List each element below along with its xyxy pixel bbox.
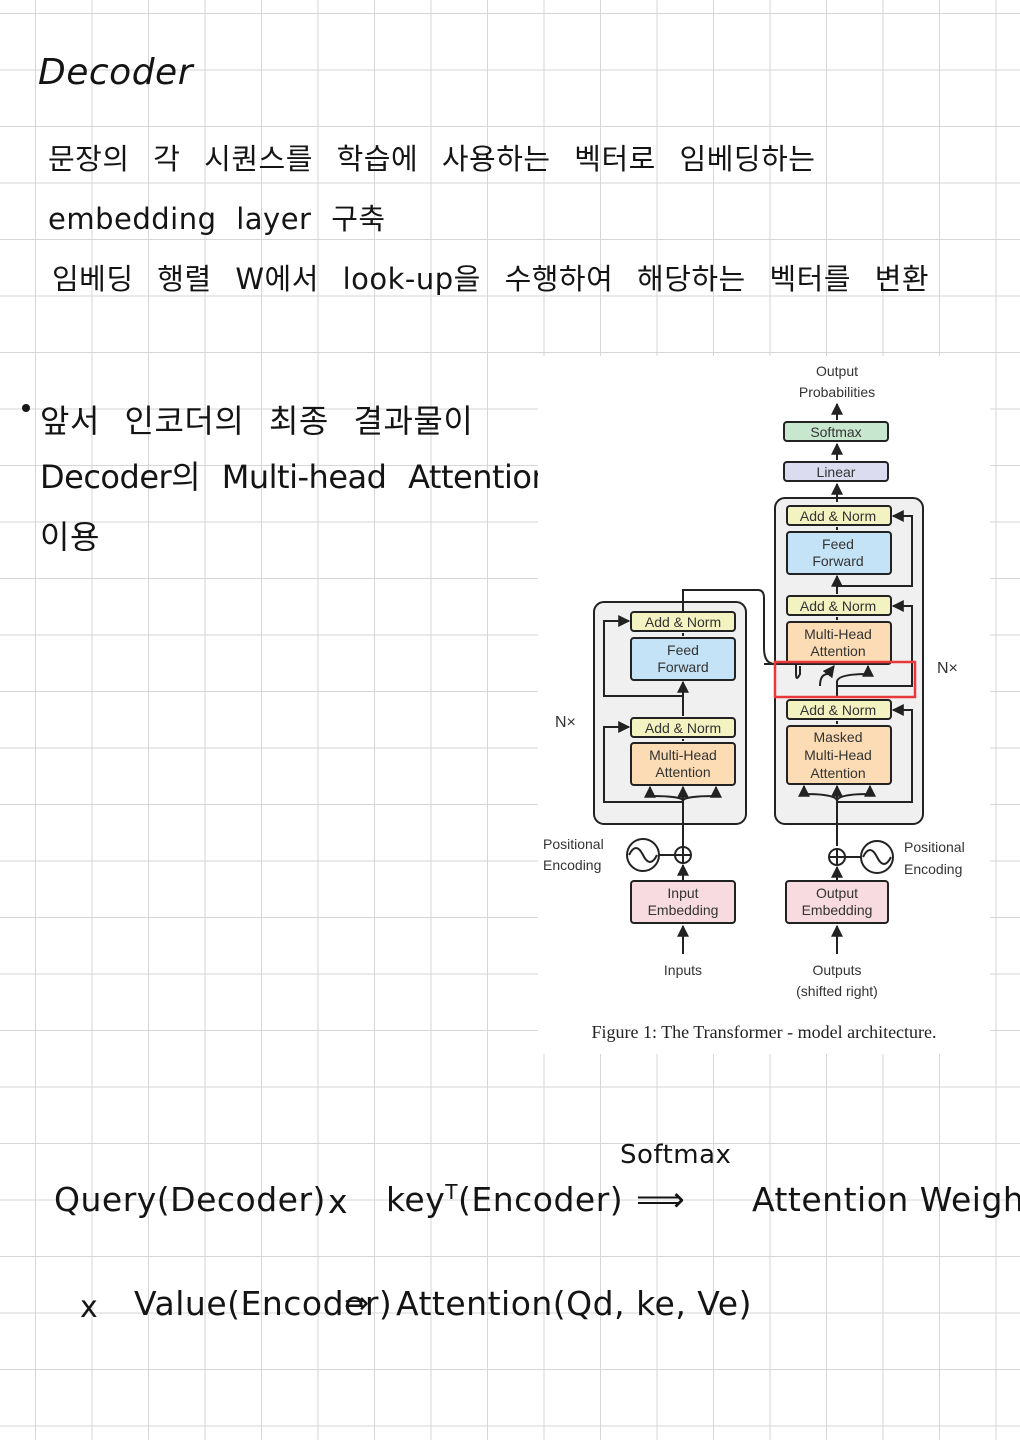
add-norm-label: Add & Norm	[800, 598, 876, 614]
add-norm-label: Add & Norm	[800, 508, 876, 524]
bullet-line: 이용	[40, 518, 100, 556]
inputs-label: Inputs	[664, 962, 702, 978]
embedding-label: Embedding	[802, 902, 873, 918]
add-norm-label: Add & Norm	[645, 614, 721, 630]
formula-times: x	[328, 1182, 349, 1221]
softmax-box	[783, 421, 889, 442]
attention-label: Attention	[810, 765, 865, 781]
feed-forward-label: Forward	[812, 553, 863, 569]
attention-label: Attention	[810, 643, 865, 659]
add-norm-box	[630, 611, 736, 632]
formula-transpose: T	[445, 1180, 458, 1204]
encoder-stack	[593, 601, 747, 825]
embedding-label: Embedding	[648, 902, 719, 918]
formula-key-source: (Encoder)	[458, 1180, 624, 1219]
add-norm-box	[630, 717, 736, 738]
add-norm-box	[786, 595, 892, 616]
transformer-figure: Output Probabilities Softmax Linear Add …	[538, 356, 990, 1054]
formula-arrow: ⟹	[636, 1180, 686, 1220]
linear-label: Linear	[817, 464, 856, 480]
attention-label: Attention	[655, 764, 710, 780]
add-norm-label: Add & Norm	[645, 720, 721, 736]
bullet-dot	[22, 404, 30, 412]
add-norm-box	[786, 505, 892, 526]
formula-query: Query(Decoder)	[54, 1180, 326, 1219]
output-probabilities-label: Output	[816, 363, 858, 379]
formula-attention: Attention(Qd, ke, Ve)	[396, 1284, 752, 1323]
embedding-label: Input	[667, 885, 698, 901]
page-title: Decoder	[38, 52, 193, 93]
output-probabilities-label: Probabilities	[799, 384, 875, 400]
attention-label: Multi-Head	[804, 626, 872, 642]
output-embedding-box	[785, 880, 889, 924]
embedding-label: Output	[816, 885, 858, 901]
feed-forward-box	[630, 637, 736, 681]
bullet-line: 앞서 인코더의 최종 결과물이	[40, 402, 474, 440]
multi-head-attention-box	[630, 742, 736, 786]
attention-label: Multi-Head	[649, 747, 717, 763]
note-line: 임베딩 행렬 W에서 look-up을 수행하여 해당하는 벡터를 변환	[52, 262, 930, 296]
nx-label: N×	[555, 714, 576, 731]
formula-key: keyT(Encoder)	[386, 1180, 623, 1219]
softmax-label: Softmax	[810, 424, 861, 440]
multi-head-attention-box	[786, 621, 892, 665]
highlight-box	[773, 660, 917, 699]
positional-encoding-label: Encoding	[543, 857, 601, 873]
formula-arrow: ⇒	[344, 1286, 370, 1321]
add-norm-label: Add & Norm	[800, 702, 876, 718]
bullet-line: Decoder의 Multi-head Attention에	[40, 458, 581, 496]
note-line: 문장의 각 시퀀스를 학습에 사용하는 벡터로 임베딩하는	[48, 142, 816, 176]
masked-attention-box	[786, 725, 892, 785]
note-line: embedding layer 구축	[48, 202, 386, 236]
formula-times: x	[80, 1290, 99, 1325]
formula-attention-weights: Attention Weights	[752, 1180, 1020, 1219]
outputs-label: (shifted right)	[796, 983, 878, 999]
formula-softmax: Softmax	[620, 1140, 732, 1170]
transformer-diagram: Output Probabilities Softmax Linear Add …	[543, 363, 965, 1042]
feed-forward-label: Feed	[667, 642, 699, 658]
positional-encoding-label: Positional	[904, 839, 965, 855]
formula-key-name: key	[386, 1180, 446, 1219]
attention-label: Masked	[813, 729, 862, 745]
input-embedding-box	[630, 880, 736, 924]
add-norm-box	[786, 699, 892, 720]
feed-forward-label: Forward	[657, 659, 708, 675]
attention-label: Multi-Head	[804, 747, 872, 763]
linear-box	[783, 461, 889, 482]
figure-caption: Figure 1: The Transformer - model archit…	[591, 1022, 936, 1042]
formula-value: Value(Encoder)	[134, 1284, 393, 1323]
feed-forward-label: Feed	[822, 536, 854, 552]
positional-encoding-label: Positional	[543, 836, 604, 852]
nx-label: N×	[937, 660, 958, 677]
outputs-label: Outputs	[812, 962, 861, 978]
positional-encoding-label: Encoding	[904, 861, 962, 877]
feed-forward-box	[786, 531, 892, 575]
